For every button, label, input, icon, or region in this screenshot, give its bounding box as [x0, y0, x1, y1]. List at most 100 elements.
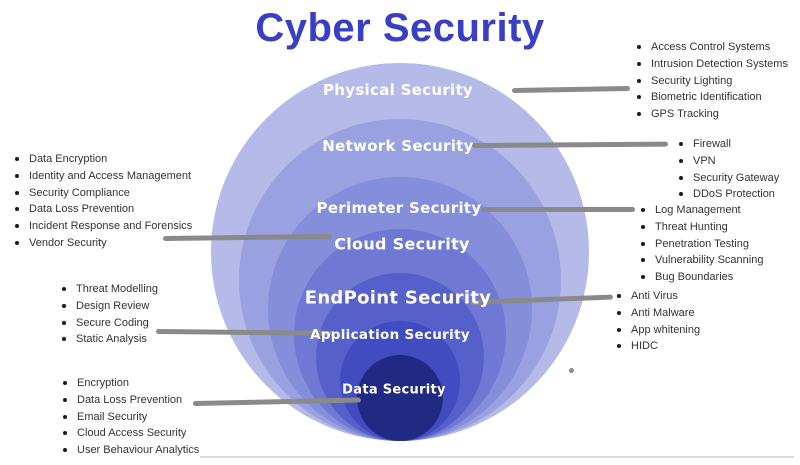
list-item: HIDC	[617, 338, 700, 355]
label-physical-security: Physical Security	[322, 81, 474, 99]
list-item-label: Static Analysis	[76, 333, 147, 346]
bullet-icon	[641, 241, 645, 246]
list-item: Anti Malware	[617, 305, 700, 322]
list-item-label: Anti Malware	[631, 306, 695, 319]
connector-network-security	[471, 141, 669, 148]
bullet-icon	[617, 310, 621, 315]
bullet-icon	[15, 157, 19, 161]
bullet-icon	[617, 344, 621, 349]
list-item: Design Review	[62, 298, 158, 315]
list-item: Vendor Security	[15, 235, 192, 252]
connector-physical-security	[511, 85, 631, 93]
bullet-icon	[637, 45, 641, 49]
bullet-icon	[63, 397, 67, 402]
bullet-icon	[641, 208, 645, 212]
list-item-label: Penetration Testing	[655, 237, 749, 250]
bullet-icon	[63, 414, 67, 419]
bullet-icon	[679, 142, 683, 146]
bullet-icon	[63, 431, 67, 436]
label-application-security: Application Security	[310, 327, 470, 343]
list-item-label: Log Management	[655, 204, 741, 216]
list-item: Intrusion Detection Systems	[637, 56, 788, 73]
list-item-label: Firewall	[693, 138, 731, 150]
bullet-icon	[637, 78, 641, 83]
list-item-label: Incident Response and Forensics	[29, 220, 193, 233]
list-item: User Behaviour Analytics	[63, 442, 199, 459]
list-item: Incident Response and Forensics	[15, 218, 192, 235]
bottom-divider	[200, 456, 794, 458]
list-item: Threat Hunting	[641, 219, 763, 236]
bullet-icon	[617, 294, 621, 298]
bullet-icon	[637, 95, 641, 100]
list-item: App whitening	[617, 322, 700, 339]
list-item: Static Analysis	[62, 331, 158, 348]
bullet-icon	[637, 112, 641, 117]
list-item-label: Intrusion Detection Systems	[651, 57, 788, 70]
list-item-label: Biometric Identification	[651, 91, 762, 104]
list-item-label: Data Encryption	[29, 153, 108, 165]
list-item-label: App whitening	[631, 323, 701, 336]
list-item: Biometric Identification	[637, 89, 788, 106]
list-item: Data Loss Prevention	[15, 201, 192, 218]
list-item: Email Security	[63, 409, 199, 426]
list-item: Identity and Access Management	[15, 168, 192, 185]
list-item-label: Cloud Access Security	[77, 427, 187, 440]
bullet-icon	[679, 175, 683, 180]
list-item: Log Management	[641, 202, 763, 219]
list-item: Cloud Access Security	[63, 425, 199, 442]
list-item: Secure Coding	[62, 315, 158, 332]
list-item: Security Gateway	[679, 170, 779, 187]
label-data-security: Data Security	[342, 382, 446, 398]
list-item-label: VPN	[693, 154, 716, 167]
bullet-icon	[63, 448, 67, 453]
list-item: Access Control Systems	[637, 39, 788, 56]
label-endpoint-security: EndPoint Security	[304, 287, 492, 309]
list-item: Threat Modelling	[62, 281, 158, 298]
list-item: Penetration Testing	[641, 236, 763, 253]
list-item-label: Email Security	[77, 410, 148, 423]
list-item-label: Data Loss Prevention	[77, 393, 183, 406]
list-item-label: Security Compliance	[29, 186, 130, 199]
list-item-label: DDoS Protection	[693, 188, 775, 201]
label-perimeter-security: Perimeter Security	[316, 199, 482, 217]
bullet-icon	[62, 303, 66, 308]
list-item: GPS Tracking	[637, 106, 788, 123]
bullet-icon	[637, 61, 641, 66]
bullet-icon	[15, 224, 19, 229]
list-item: DDoS Protection	[679, 186, 779, 203]
list-item-label: Threat Hunting	[655, 220, 728, 233]
bullet-icon	[641, 258, 645, 263]
list-item-label: Secure Coding	[76, 316, 149, 329]
list-item: Vulnerability Scanning	[641, 252, 763, 269]
bullet-icon	[679, 158, 683, 163]
list-item: Firewall	[679, 136, 779, 153]
list-item-label: Encryption	[77, 377, 129, 389]
list-item: Data Loss Prevention	[63, 392, 199, 409]
list-item-label: HIDC	[631, 340, 658, 353]
bullet-icon	[62, 320, 66, 325]
bullet-icon	[641, 224, 645, 229]
connector-perimeter-security	[481, 207, 635, 212]
bullet-icon	[15, 207, 19, 212]
page-title: Cyber Security	[255, 6, 545, 50]
list-item-label: GPS Tracking	[651, 108, 719, 121]
bullet-icon	[62, 337, 66, 342]
list-item: Security Lighting	[637, 73, 788, 90]
bullet-icon	[63, 381, 67, 385]
list-item-label: Design Review	[76, 299, 150, 312]
list-item-label: Data Loss Prevention	[29, 203, 135, 216]
list-item: VPN	[679, 153, 779, 170]
bullet-icon	[62, 287, 66, 291]
list-item-label: User Behaviour Analytics	[77, 444, 200, 457]
bullet-icon	[15, 190, 19, 195]
label-network-security: Network Security	[322, 137, 474, 155]
label-cloud-security: Cloud Security	[334, 234, 470, 254]
list-item: Anti Virus	[617, 288, 700, 305]
